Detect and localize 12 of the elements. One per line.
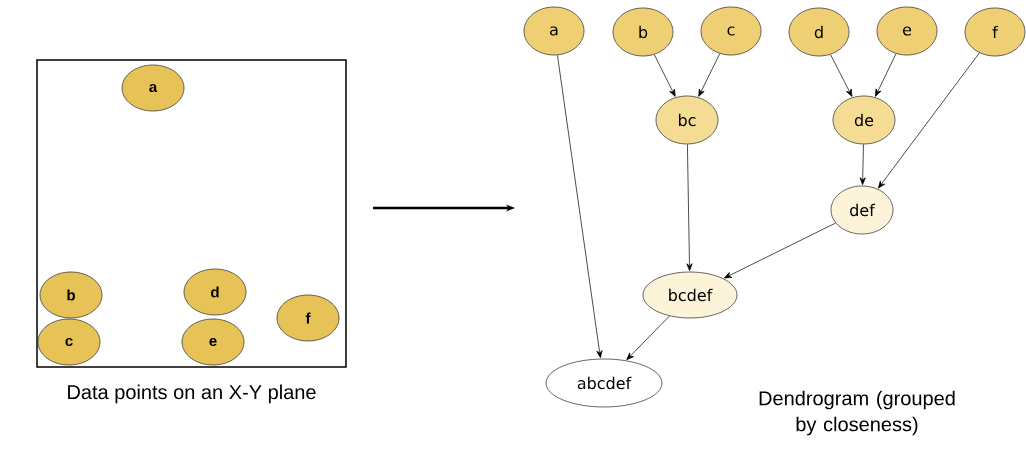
- arrow: [875, 53, 897, 97]
- arrow: [626, 315, 670, 361]
- caption: Dendrogram (grouped by closeness): [759, 390, 955, 436]
- arrow: [830, 54, 853, 97]
- arrow: [653, 54, 676, 97]
- arrow: [724, 222, 836, 279]
- arrow: [878, 52, 980, 189]
- arrow: [686, 144, 693, 271]
- arrow: [557, 54, 603, 359]
- arrow: [859, 144, 866, 185]
- node-label: Data points on an X-Y plane: [68, 384, 316, 404]
- arrow: [698, 53, 721, 97]
